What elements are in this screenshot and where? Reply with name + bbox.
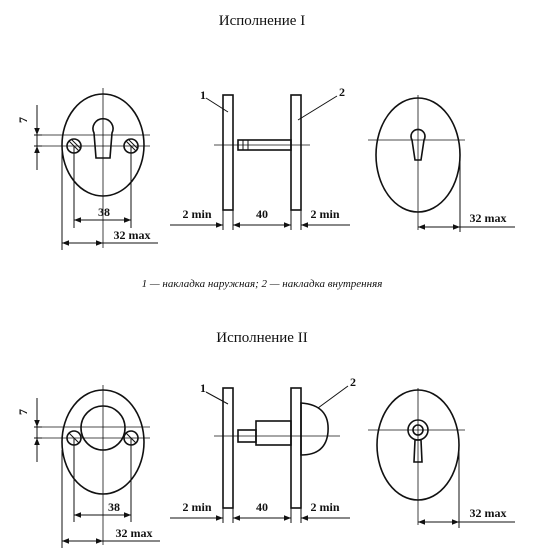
callout-leader-1 (205, 391, 229, 405)
variant-2-group: Исполнение II 7 38 (16, 330, 515, 548)
keyhole-slot (92, 117, 114, 159)
cylinder-cutout (413, 439, 423, 463)
variant-2-heading: Исполнение II (216, 330, 307, 346)
dim-left-gap: 2 min (182, 500, 211, 514)
dim-height: 7 (16, 117, 30, 123)
variant-1-back-view: 32 max (368, 95, 515, 232)
callout-1: 1 (200, 88, 206, 102)
dim-front-max: 32 max (114, 228, 151, 242)
callout-2: 2 (339, 85, 345, 99)
callout-leader-2 (297, 95, 338, 121)
variant-1-heading: Исполнение I (219, 13, 305, 29)
callout-2: 2 (350, 375, 356, 389)
outer-plate-side (222, 94, 234, 211)
outer-plate-side (222, 387, 234, 509)
dim-right-gap: 2 min (310, 207, 339, 221)
variant-2-side-view: 1 2 2 min 40 2 min (170, 375, 356, 523)
variant-2-front-view: 7 38 32 max (16, 385, 160, 548)
callout-1: 1 (200, 381, 206, 395)
inner-plate-side (290, 387, 302, 509)
legend-caption: 1 — накладка наружная; 2 — накладка внут… (142, 278, 383, 290)
dim-hole-spacing: 38 (98, 205, 110, 219)
dim-right-gap: 2 min (310, 500, 339, 514)
callout-leader-2 (317, 385, 349, 409)
variant-2-back-view: 32 max (368, 388, 515, 528)
dim-distance: 40 (256, 500, 268, 514)
variant-1-group: Исполнение I 7 (16, 13, 515, 250)
dim-back-max: 32 max (470, 211, 507, 225)
callout-leader-1 (205, 97, 229, 113)
inner-plate-side (290, 94, 302, 211)
thumb-turn-body (255, 420, 292, 446)
dim-front-max: 32 max (116, 526, 153, 540)
dim-distance: 40 (256, 207, 268, 221)
dim-left-gap: 2 min (182, 207, 211, 221)
dim-hole-spacing: 38 (108, 500, 120, 514)
variant-1-side-view: 1 2 2 min 40 2 min (170, 85, 350, 230)
dim-height: 7 (16, 409, 30, 415)
variant-1-front-view: 7 38 32 max (16, 88, 158, 250)
thumb-turn-knob (300, 402, 329, 456)
dim-back-max: 32 max (470, 506, 507, 520)
